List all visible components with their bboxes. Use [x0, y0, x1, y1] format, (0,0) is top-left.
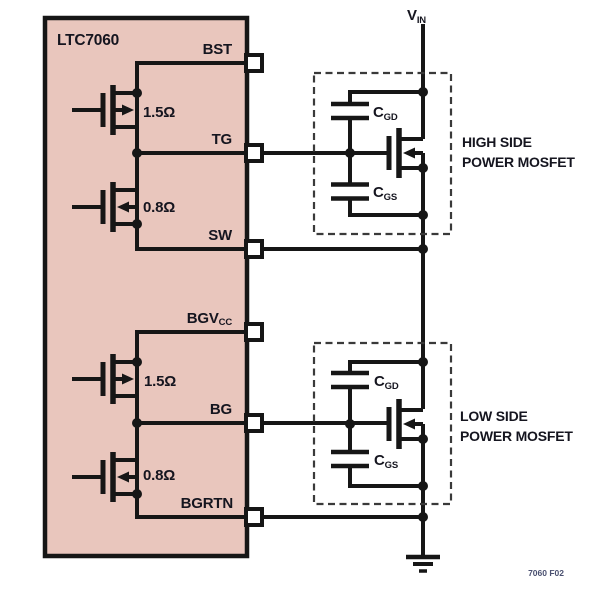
cgd-low-label: CGD	[374, 373, 399, 392]
high-side-label-line1: HIGH SIDE	[462, 134, 532, 150]
ground-symbol	[406, 554, 440, 573]
pin-label-bgrtn: BGRTN	[181, 495, 233, 512]
resistor-label-top-pulldown: 0.8Ω	[143, 199, 175, 216]
low-side-mosfet-symbol	[389, 399, 423, 449]
high-side-label-line2: POWER MOSFET	[462, 154, 575, 170]
pin-label-bg: BG	[210, 401, 232, 418]
cgd-high-capacitor	[331, 104, 369, 118]
resistor-label-bottom-pullup: 1.5Ω	[144, 373, 176, 390]
resistor-label-top-pullup: 1.5Ω	[143, 104, 175, 121]
cgd-low-capacitor	[331, 373, 369, 387]
cgs-high-bottom-stem	[348, 199, 423, 217]
low-side-label-line2: POWER MOSFET	[460, 428, 573, 444]
cgs-low-label: CGS	[374, 452, 398, 471]
cgd-high-top-stem	[348, 90, 423, 104]
pin-label-bgvcc: BGVCC	[187, 310, 233, 328]
cgs-low-capacitor	[331, 452, 369, 466]
high-side-mosfet-symbol	[389, 128, 423, 178]
pin-box-bst	[244, 53, 264, 73]
figure-label: 7060 F02	[528, 568, 564, 578]
pin-box-tg	[244, 143, 264, 163]
pin-label-tg: TG	[212, 131, 232, 148]
pin-label-bst: BST	[203, 41, 232, 58]
pin-box-bgrtn	[244, 507, 264, 527]
cgs-high-label: CGS	[373, 184, 397, 203]
pin-box-bg	[244, 413, 264, 433]
vin-label: VIN	[407, 7, 426, 26]
cgs-low-bottom-stem	[348, 466, 423, 488]
ic-title: LTC7060	[57, 32, 119, 49]
cgd-high-label: CGD	[373, 104, 398, 123]
junction-dots	[132, 87, 428, 522]
pin-box-bgvcc	[244, 322, 264, 342]
cgs-high-capacitor	[331, 185, 369, 199]
ic-body	[42, 15, 250, 559]
pin-label-sw: SW	[208, 227, 233, 244]
pin-box-sw	[244, 239, 264, 259]
low-side-label-line1: LOW SIDE	[460, 408, 528, 424]
cgd-low-top-stem	[348, 360, 423, 373]
resistor-label-bottom-pulldown: 0.8Ω	[143, 467, 175, 484]
